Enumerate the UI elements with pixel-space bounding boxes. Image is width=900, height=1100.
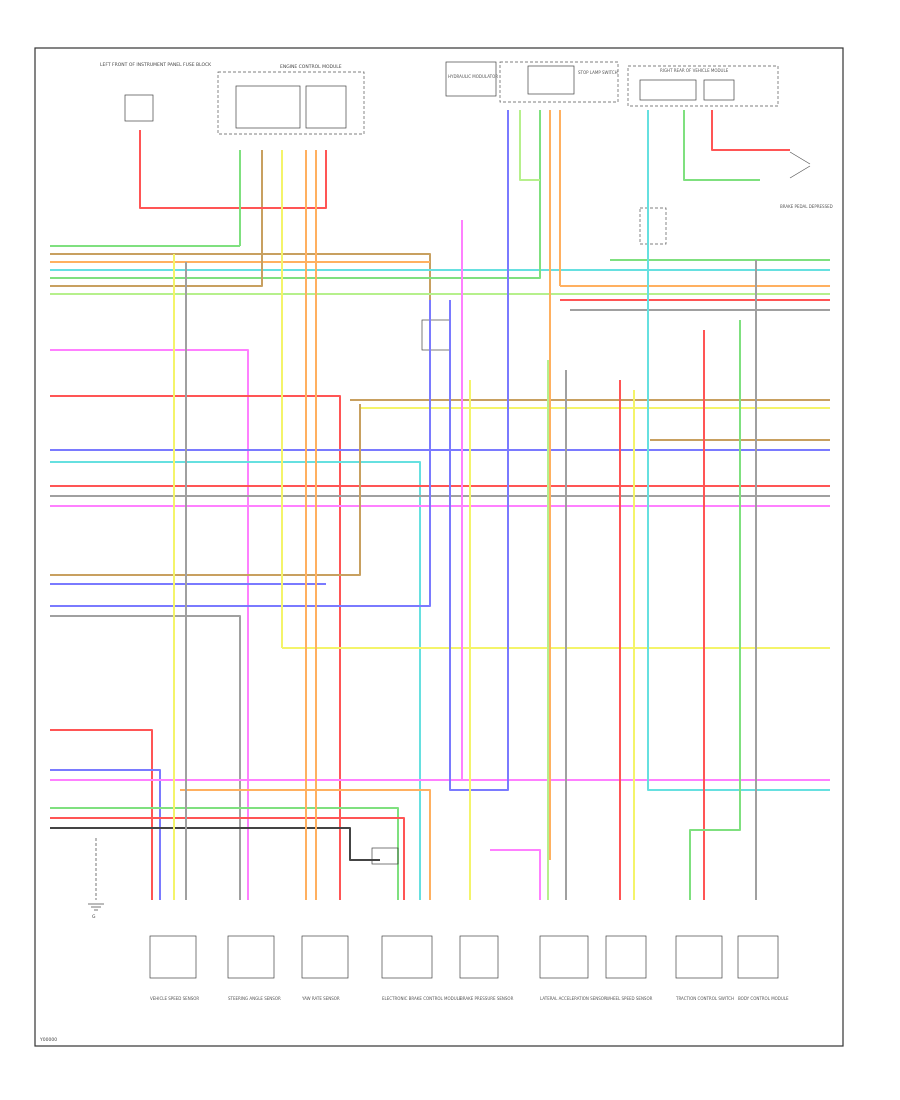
wire-gray-2 (50, 615, 241, 900)
wire-orange-2 (180, 789, 431, 900)
diagram-frame (34, 47, 844, 1047)
bottom-component-5: BRAKE PRESSURE SENSOR (459, 935, 514, 1001)
bottom-component-label: STEERING ANGLE SENSOR (228, 996, 281, 1001)
ground-label: G (92, 914, 96, 920)
ecm-label: ENGINE CONTROL MODULE (280, 64, 342, 70)
bottom-component-box (675, 935, 723, 979)
bottom-component-3: YAW RATE SENSOR (301, 935, 349, 1001)
stop-lamp-switch: STOP LAMP SWITCH BRAKE PEDAL DEPRESSED (499, 61, 833, 209)
bottom-component-6: LATERAL ACCELERATION SENSOR (539, 935, 607, 1001)
hydraulic-modulator: HYDRAULIC MODULATOR (445, 61, 498, 97)
wire-layer (50, 110, 830, 900)
bottom-component-box (227, 935, 275, 979)
right-mod-label: RIGHT REAR OF VEHICLE MODULE (660, 68, 729, 73)
wire-bus-6 (50, 150, 263, 287)
bottom-component-label: ELECTRONIC BRAKE CONTROL MODULE (382, 996, 462, 1001)
bottom-component-label: WHEEL SPEED SENSOR (606, 996, 653, 1001)
wire-ltblue-v (647, 110, 830, 791)
wire-ltgreen-v (519, 110, 540, 181)
ground-symbol: G (88, 838, 104, 920)
ecm: ENGINE CONTROL MODULE (217, 64, 365, 135)
wire-green-v (683, 110, 760, 181)
bottom-component-label: VEHICLE SPEED SENSOR (150, 996, 199, 1001)
bottom-component-box (381, 935, 433, 979)
bottom-component-box (459, 935, 499, 979)
footer-code: Y00000 (39, 1037, 57, 1043)
bottom-component-label: BODY CONTROL MODULE (738, 996, 789, 1001)
wire-bus-5 (50, 110, 541, 279)
wire-pink-v2 (490, 849, 541, 900)
bottom-component-box (301, 935, 349, 979)
wire-pink-1 (50, 349, 249, 900)
wire-red-top (139, 130, 327, 209)
stop-note-label: BRAKE PEDAL DEPRESSED (780, 204, 833, 209)
bottom-component-1: VEHICLE SPEED SENSOR (149, 935, 199, 1001)
right-rear-module: RIGHT REAR OF VEHICLE MODULE (627, 65, 779, 107)
wire-red-3 (50, 729, 153, 900)
bottom-component-label: BRAKE PRESSURE SENSOR (460, 996, 514, 1001)
bottom-component-7: WHEEL SPEED SENSOR (605, 935, 653, 1001)
wire-red-1 (50, 395, 341, 900)
bottom-component-4: ELECTRONIC BRAKE CONTROL MODULE (381, 935, 462, 1001)
wire-blue-4 (50, 769, 161, 900)
bottom-component-box (149, 935, 197, 979)
wire-blue-3 (50, 300, 431, 607)
wire-blue-v (449, 110, 509, 791)
brake-switch-contact (789, 151, 811, 179)
bottom-component-box (737, 935, 779, 979)
bottom-components: VEHICLE SPEED SENSOR STEERING ANGLE SENSO… (149, 935, 789, 1001)
left-fuse-label: LEFT FRONT OF INSTRUMENT PANEL FUSE BLOC… (100, 62, 212, 68)
stop-sw-label: STOP LAMP SWITCH (578, 70, 618, 75)
wire-bus-10 (50, 404, 361, 576)
wire-red-v3 (711, 110, 790, 151)
bottom-component-label: LATERAL ACCELERATION SENSOR (540, 996, 607, 1001)
splice-box (371, 847, 399, 865)
bottom-component-label: YAW RATE SENSOR (301, 996, 340, 1001)
bottom-component-box (539, 935, 589, 979)
bottom-component-box (605, 935, 647, 979)
wire-green-v4 (689, 320, 741, 900)
bottom-component-9: BODY CONTROL MODULE (737, 935, 789, 1001)
wire-ltblue-2 (50, 461, 421, 900)
hyd-mod-label: HYDRAULIC MODULATOR (448, 74, 498, 79)
bottom-component-8: TRACTION CONTROL SWITCH (675, 935, 734, 1001)
wire-black-1 (50, 827, 380, 861)
wire-green-3 (50, 807, 399, 900)
bottom-component-label: TRACTION CONTROL SWITCH (675, 996, 734, 1001)
bottom-component-2: STEERING ANGLE SENSOR (227, 935, 281, 1001)
wire-bus-2 (50, 253, 431, 300)
left-fuse-block: LEFT FRONT OF INSTRUMENT PANEL FUSE BLOC… (100, 62, 212, 122)
wire-red-4 (50, 817, 405, 900)
